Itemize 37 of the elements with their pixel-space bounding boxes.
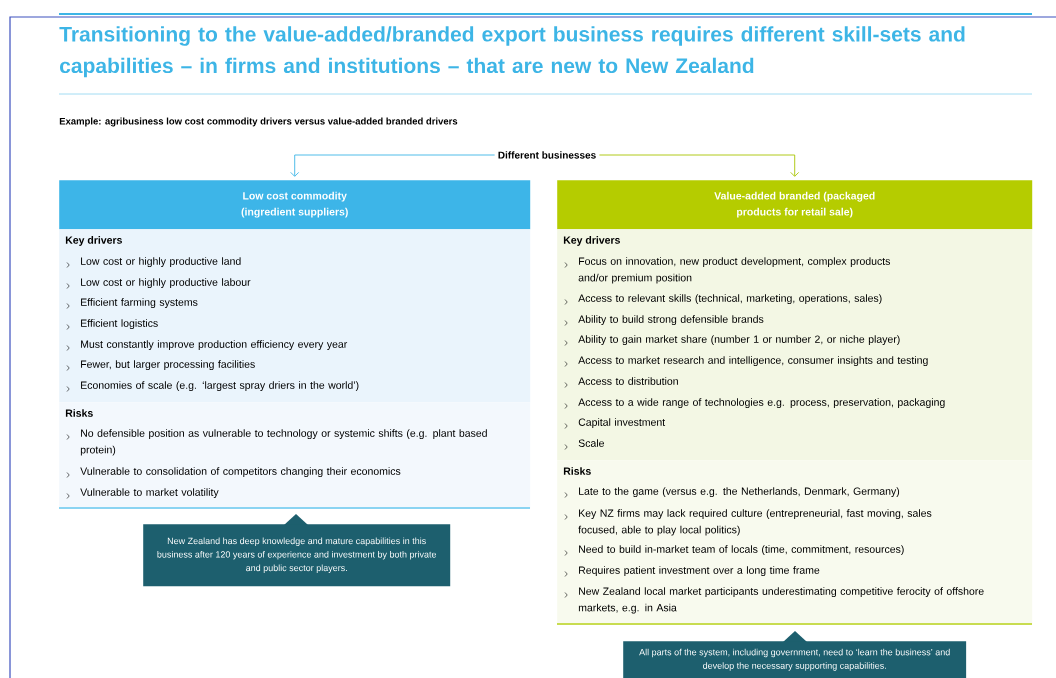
section-heading: Risks <box>563 467 591 475</box>
bullet-item: Ability to build strong defensible brands <box>564 315 764 326</box>
bullet-item: No defensible position as vulnerable to technology or systemic shifts (e.g. plant based protein) <box>66 429 487 456</box>
bullet-item: Fewer, but larger processing facilities <box>66 360 255 371</box>
bullet-item: Access to market research and intelligence, consumer insights and testing <box>564 356 928 367</box>
bullet-item: Efficient logistics <box>66 319 158 330</box>
section-heading: Risks <box>65 409 93 417</box>
bullet-item: Must constantly improve production efficiency every year <box>66 340 348 351</box>
bullet-item: Low cost or highly productive labour <box>66 278 251 289</box>
section-heading: Key drivers <box>563 236 620 246</box>
bullet-item: Access to a wide range of technologies e.g. process, preservation, packaging <box>564 398 945 409</box>
column-header: Value-added branded (packaged products for retail sale) <box>557 180 1033 230</box>
bullet-item: Scale <box>564 439 604 450</box>
bullet-item: New Zealand local market participants underestimating competitive ferocity of offshore markets, e.g. in Asia <box>564 587 984 614</box>
bullet-item: Efficient farming systems <box>66 298 198 309</box>
bullet-item: Vulnerable to consolidation of competitors changing their economics <box>66 467 401 478</box>
bullet-item: Capital investment <box>564 418 666 429</box>
example-note: Example: agribusiness low cost commodity drivers versus value-added branded drivers <box>59 117 458 127</box>
connector-arrow <box>290 154 496 177</box>
bullet-item: Need to build in-market team of locals (time, commitment, resources) <box>564 545 904 556</box>
bullet-item: Economies of scale (e.g. ‘largest spray driers in the world’) <box>66 381 359 392</box>
bullet-item: Key NZ firms may lack required culture (entrepreneurial, fast moving, sales focused, able to play local politics) <box>564 509 932 536</box>
section-label: Different businesses <box>494 148 600 162</box>
bullet-item: Focus on innovation, new product development, complex products and/or premium position <box>564 257 891 284</box>
bullet-item: Vulnerable to market volatility <box>66 488 219 499</box>
bullet-item: Ability to gain market share (number 1 or number 2, or niche player) <box>564 335 900 346</box>
bullet-item: Access to distribution <box>564 377 678 388</box>
bullet-item: Access to relevant skills (technical, marketing, operations, sales) <box>564 294 882 305</box>
bullet-item: Low cost or highly productive land <box>66 257 241 268</box>
callout-box: New Zealand has deep knowledge and mature capabilities in this business after 120 years of experience and investment by both private and public sector players. <box>143 514 451 587</box>
bullet-item: Requires patient investment over a long time frame <box>564 566 820 577</box>
bullet-item: Late to the game (versus e.g. the Netherlands, Denmark, Germany) <box>564 487 900 498</box>
callout-box: All parts of the system, including government, need to ‘learn the business’ and develop the necessary supporting capabilities. <box>623 631 967 678</box>
connector-arrow <box>598 154 800 177</box>
column-header: Low cost commodity (ingredient suppliers) <box>59 180 531 230</box>
section-heading: Key drivers <box>65 236 122 246</box>
title: Transitioning to the value-added/branded export business requires different skill-sets and capabilities – in firms and institutions – that are new to New Zealand <box>59 26 965 78</box>
